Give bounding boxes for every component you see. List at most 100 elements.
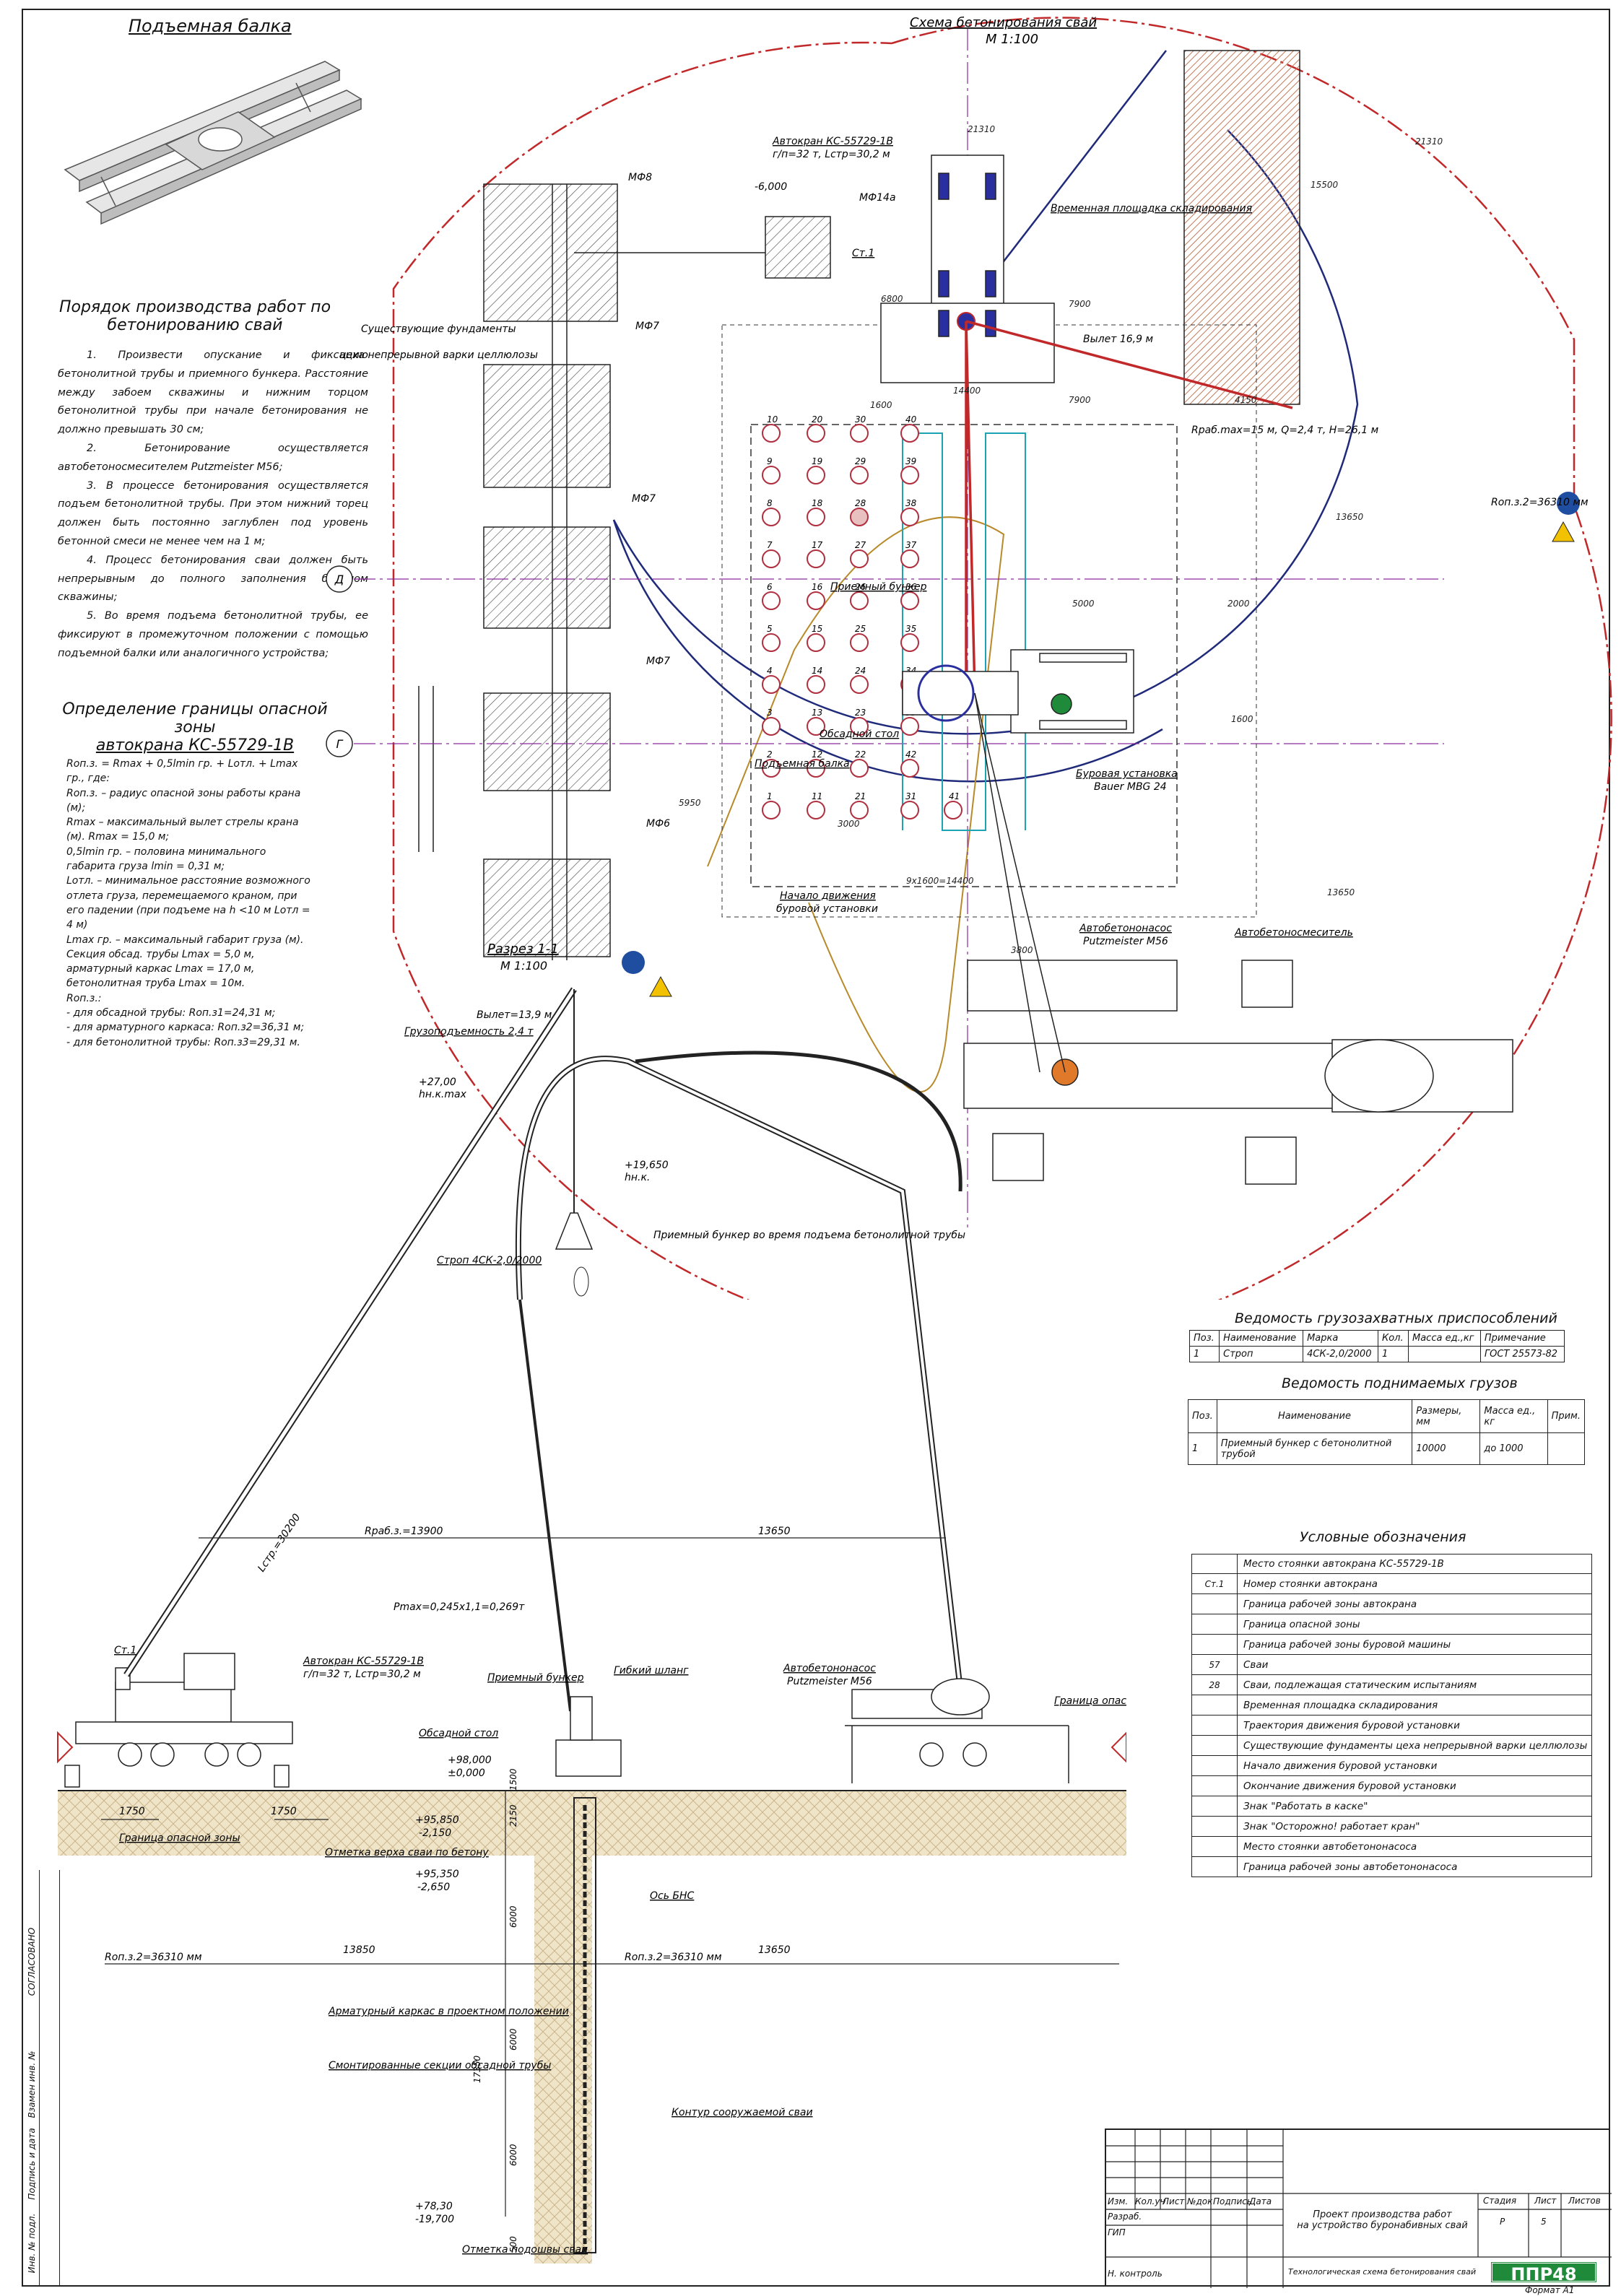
legend-symbol [1192,1776,1238,1796]
pile-marker [762,717,781,736]
pile-number: 37 [905,540,917,550]
section-crane-params: г/п=32 т, Lстр=30,2 м [303,1669,421,1680]
pile-number: 26 [855,582,866,592]
dim: 6000 [508,2028,518,2051]
side-stamp-inv: Инв. № подл. [27,2213,37,2274]
legend-symbol: 57 [1192,1655,1238,1674]
pile-number: 27 [855,540,866,550]
legend-symbol [1192,1817,1238,1836]
plan-crane-label: Автокран КС-55729-1В [772,136,893,147]
side-stamp: СОГЛАСОВАНО Взамен инв. № Подпись и дата… [22,1870,60,2287]
pile-marker [850,508,869,526]
pile-marker [807,466,825,484]
procedure-step: 3. В процессе бетонирования осуществляет… [58,479,368,547]
pile-number: 7 [767,540,773,550]
dim: 5950 [679,798,701,808]
pile-marker [762,549,781,568]
legend-item: Начало движения буровой установки [1191,1756,1592,1776]
axis-g-marker [326,730,353,757]
foundation-mf7c [483,692,611,791]
stamp-sheet-h: Лист [1534,2196,1557,2206]
pile-number: 31 [905,791,916,801]
dz-line: Rоп.з. – радиус опасной зоны работы кран… [66,787,301,814]
lifting-devices-title: Ведомость грузозахватных приспособлений [1235,1310,1557,1326]
legend-text: Граница рабочей зоны автокрана [1243,1598,1417,1610]
section-lstr: Lстр.=30200 [256,1512,303,1574]
dim: 4150 [1235,395,1257,405]
legend-item: Граница рабочей зоны автокрана [1191,1594,1592,1614]
plan-existing-label: Существующие фундаменты [361,323,516,335]
section-e19700: -19,700 [415,2214,454,2225]
stamp-razrab: Разраб. [1108,2212,1142,2222]
side-stamp-replace: Взамен инв. № [27,2051,37,2118]
pile-number: 4 [767,666,773,676]
section-reach: Вылет=13,9 м [477,1009,552,1021]
th: Прим. [1547,1399,1586,1433]
dz-line: Rоп.з.: [66,992,102,1004]
hard-hat-sign [1557,492,1580,515]
plan-rig-label: Буровая установка [1076,768,1178,780]
temp-storage-area [1183,50,1300,405]
pile-marker [850,801,869,819]
procedure-step: 2. Бетонирование осуществляется автобето… [58,442,368,473]
table-row: 1 Строп 4СК-2,0/2000 1 ГОСТ 25573-82 [1188,1346,1565,1362]
plan-existing-label-2: цеха непрерывной варки целлюлозы [339,349,538,361]
section-hn: hн.к. [625,1172,650,1183]
cell: Строп [1219,1346,1304,1362]
section-capacity: Грузоподъемность 2,4 т [404,1026,534,1038]
pile-marker [807,801,825,819]
th: Масса ед.,кг [1408,1330,1481,1347]
section-top-pile: Отметка верха сваи по бетону [325,1847,489,1858]
section-e98: +98,000 [448,1754,492,1766]
hard-hat-sign-2 [622,951,645,974]
pile-marker [807,549,825,568]
stamp-stage-h: Стадия [1483,2196,1517,2206]
section-h19: +19,650 [625,1160,669,1171]
pile-marker [850,717,869,736]
section-d1750: 1750 [119,1806,145,1817]
pile-marker [807,717,825,736]
section-d13650b: 13650 [758,1944,791,1956]
dim: 2000 [1227,599,1250,609]
stamp-col: Изм. [1108,2196,1129,2206]
stamp-gip: ГИП [1108,2227,1126,2238]
pile-marker [807,633,825,652]
cell: 1 [1188,1432,1217,1465]
plan-temp-area-label: Временная площадка складирования [1051,203,1252,214]
crane-side [64,1653,293,1788]
plan-pump-label: Автобетононасос [1079,923,1172,934]
section-bunker: Приемный бункер [487,1672,584,1684]
stamp-sheet: 5 [1541,2217,1547,2227]
section-ropz-right: Rоп.з.2=36310 мм [625,1952,722,1963]
section-axis-bns: Ось БНС [650,1890,695,1902]
mf7-label-3: МФ7 [646,656,670,667]
dim: 500 [508,2236,518,2253]
legend-text: Место стоянки автобетононасоса [1243,1840,1417,1853]
pile-marker [762,591,781,610]
procedure-steps: 1. Произвести опускание и фиксацию бетон… [58,347,368,664]
pile-number: 2 [767,749,773,760]
danger-zone-heading-l2: автокрана КС-55729-1В [95,736,295,755]
section-hose: Гибкий шланг [614,1665,689,1677]
legend-symbol [1192,1614,1238,1634]
plan-rrab: Rраб.max=15 м, Q=2,4 т, H=26,1 м [1191,425,1379,436]
concrete-pump-plan [963,960,1513,1185]
pile-marker [850,424,869,443]
legend-symbol [1192,1695,1238,1715]
pile-number: 16 [812,582,823,592]
cell: 1 [1188,1346,1220,1362]
pile-marker [900,591,919,610]
stamp-col: Дата [1249,2196,1272,2206]
th: Масса ед., кг [1479,1399,1548,1433]
pile-number: 13 [812,708,822,718]
section-zone-right: Граница опасной зоны [1054,1695,1126,1707]
foundation-mf7b [483,526,611,629]
pile-number: 23 [855,708,866,718]
crane-warning-sign-2 [649,975,672,997]
foundation-mf14a [765,216,831,279]
pile-number: 11 [812,791,822,801]
section-bunker-during: Приемный бункер во время подъема бетонол… [653,1230,965,1241]
lifting-beam-drawing [64,61,362,225]
